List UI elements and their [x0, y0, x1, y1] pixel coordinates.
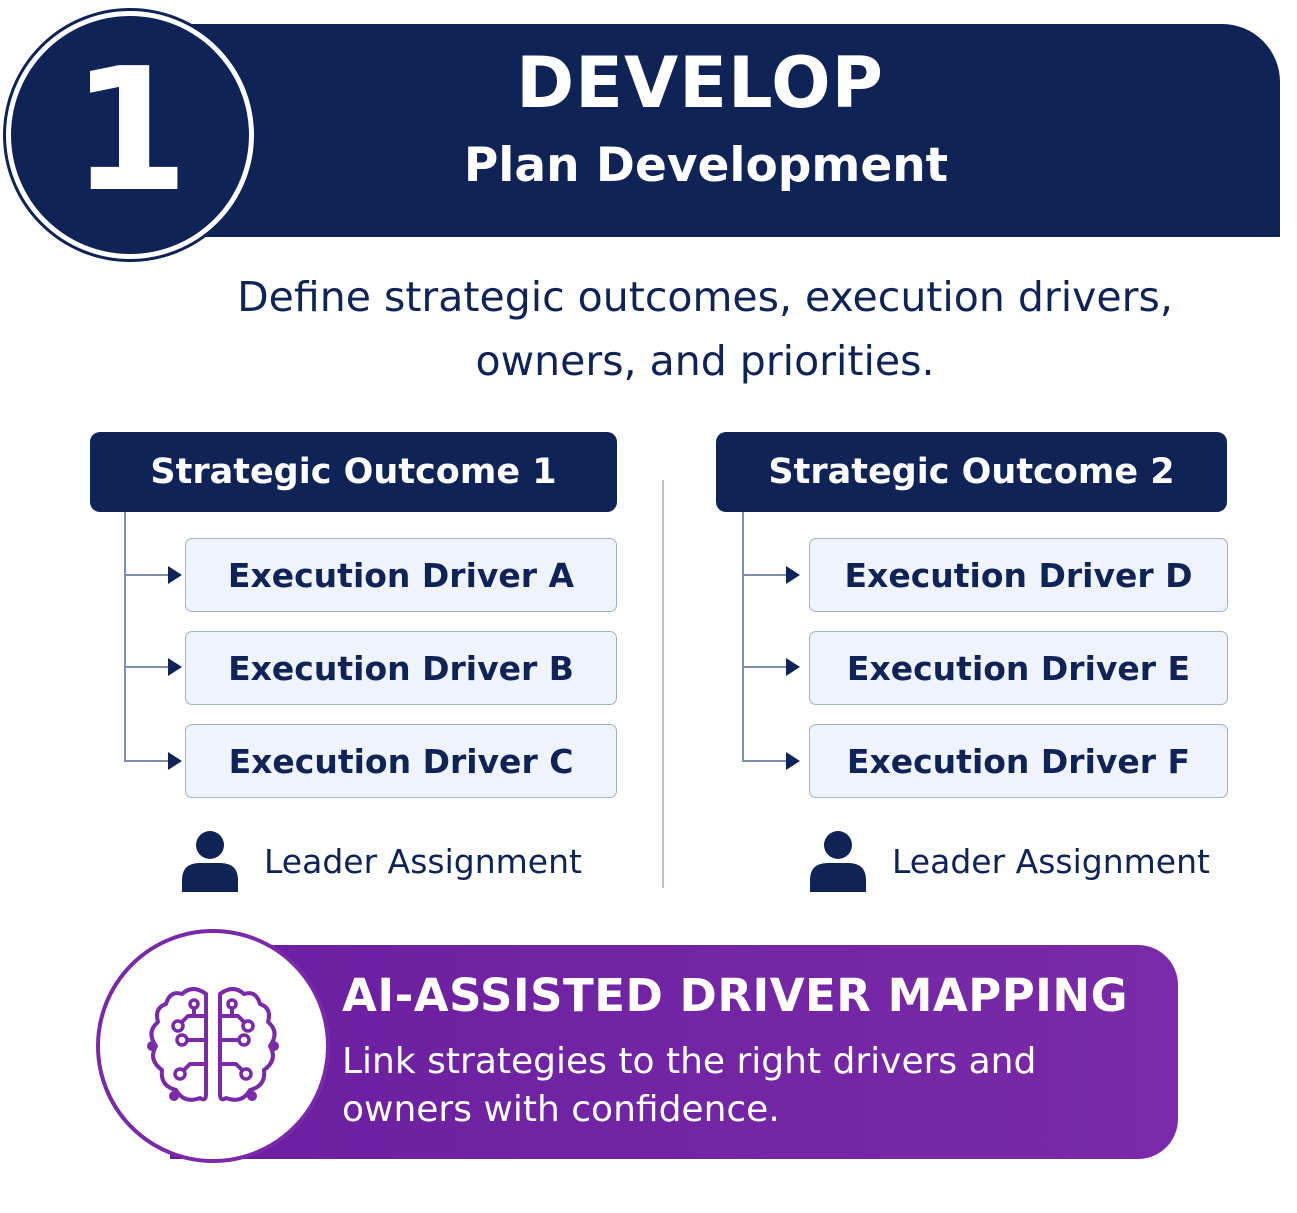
- tree-connector: [742, 512, 744, 762]
- execution-driver-box: Execution Driver C: [185, 724, 617, 798]
- ai-callout-banner: [170, 945, 1178, 1159]
- execution-driver-box: Execution Driver A: [185, 538, 617, 612]
- header-subtitle: Plan Development: [463, 138, 949, 193]
- person-icon: [810, 831, 866, 892]
- step-number: 1: [70, 32, 190, 230]
- step-badge: 1: [11, 16, 249, 254]
- brain-circuit-icon: [147, 987, 279, 1102]
- strategic-outcome-title: Strategic Outcome 2: [716, 432, 1227, 512]
- arrow-icon: [124, 566, 182, 584]
- ai-callout-title: AI-ASSISTED DRIVER MAPPING: [342, 969, 1129, 1022]
- description-text: Define strategic outcomes, execution dri…: [237, 273, 1173, 385]
- arrow-icon: [124, 752, 182, 770]
- header-banner: [150, 24, 1280, 237]
- execution-driver-box: Execution Driver F: [809, 724, 1228, 798]
- arrow-icon: [124, 658, 182, 676]
- header-title: DEVELOP: [516, 42, 884, 124]
- ai-icon-badge: [106, 939, 320, 1153]
- leader-assignment: Leader Assignment: [810, 830, 1210, 892]
- arrow-icon: [742, 752, 800, 770]
- execution-driver-box: Execution Driver B: [185, 631, 617, 705]
- execution-driver-box: Execution Driver E: [809, 631, 1228, 705]
- column-divider: [662, 480, 664, 888]
- strategic-outcome-column-2: Strategic Outcome 2 Execution Driver D E…: [716, 432, 1228, 892]
- ai-callout-body: Link strategies to the right drivers and…: [342, 1041, 1037, 1130]
- person-icon: [182, 831, 238, 892]
- strategic-outcome-title: Strategic Outcome 1: [90, 432, 617, 512]
- tree-connector: [124, 512, 126, 762]
- strategic-outcome-column-1: Strategic Outcome 1 Execution Driver A E…: [90, 432, 617, 892]
- leader-assignment-label: Leader Assignment: [264, 841, 582, 881]
- execution-driver-box: Execution Driver D: [809, 538, 1228, 612]
- arrow-icon: [742, 566, 800, 584]
- arrow-icon: [742, 658, 800, 676]
- leader-assignment-label: Leader Assignment: [892, 841, 1210, 881]
- leader-assignment: Leader Assignment: [182, 830, 582, 892]
